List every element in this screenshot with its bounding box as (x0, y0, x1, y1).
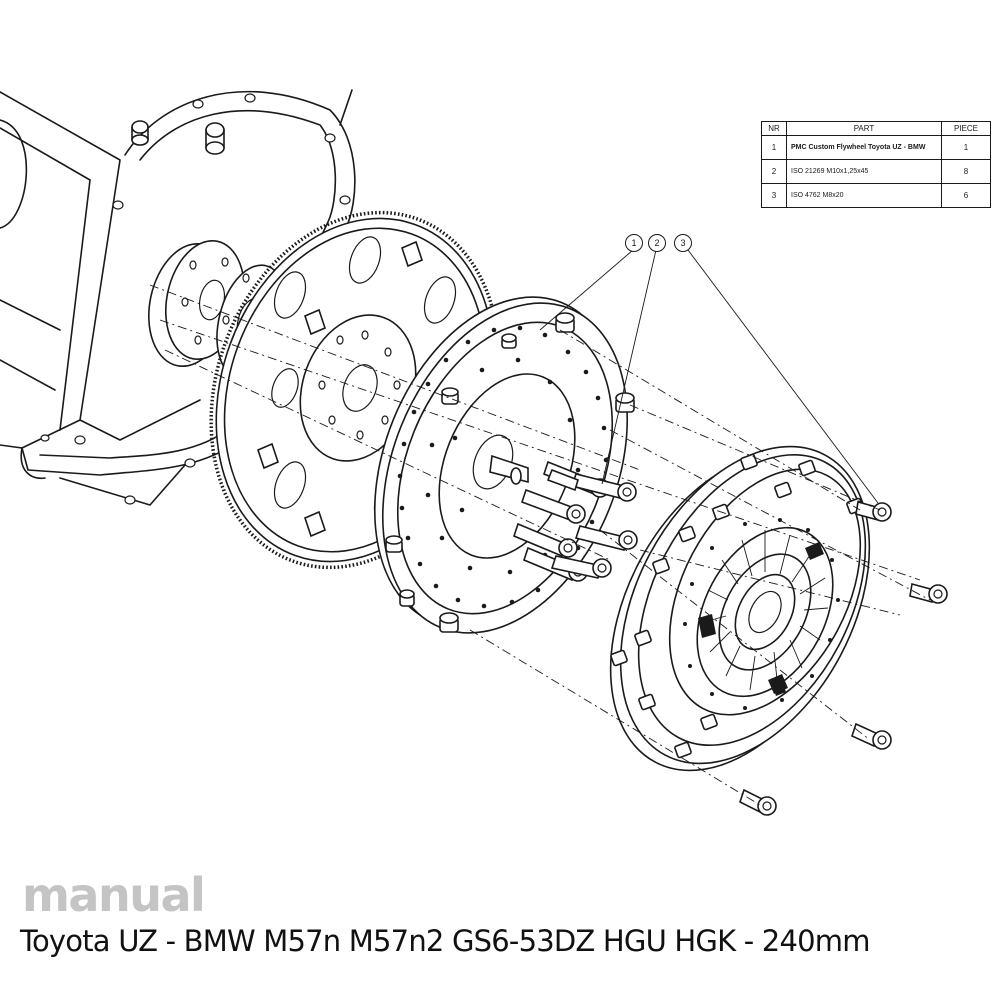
row-nr: 2 (761, 159, 787, 184)
header-part: PART (786, 121, 942, 136)
callout-3: 3 (674, 234, 692, 252)
row-piece: 6 (941, 183, 991, 208)
assembly-center-lines (149, 284, 931, 806)
row-nr: 3 (761, 183, 787, 208)
row-piece: 1 (941, 135, 991, 160)
product-title: Toyota UZ - BMW M57n M57n2 GS6-53DZ HGU … (20, 924, 870, 958)
row-piece: 8 (941, 159, 991, 184)
parts-table-header-row: NR PART PIECE (761, 121, 991, 136)
table-row: 2 ISO 21269 M10x1,25x45 8 (761, 159, 991, 184)
callout-2: 2 (648, 234, 666, 252)
header-nr: NR (761, 121, 787, 136)
flywheel-dowel-pins (385, 312, 635, 633)
pressure-plate-screws (739, 500, 948, 816)
parts-list-table: NR PART PIECE 1 PMC Custom Flywheel Toyo… (761, 121, 991, 208)
row-part: ISO 21269 M10x1,25x45 (786, 159, 942, 184)
callout-1: 1 (625, 234, 643, 252)
clutch-pressure-plate (609, 445, 871, 772)
engine-bellhousing (0, 89, 356, 506)
flywheel-bolts (513, 460, 638, 582)
row-part: ISO 4762 M8x20 (786, 183, 942, 208)
row-nr: 1 (761, 135, 787, 160)
table-row: 1 PMC Custom Flywheel Toyota UZ - BMW 1 (761, 135, 991, 160)
row-part: PMC Custom Flywheel Toyota UZ - BMW (786, 135, 942, 160)
category-label: manual (22, 868, 206, 922)
table-row: 3 ISO 4762 M8x20 6 (761, 183, 991, 208)
callout-leader-lines (539, 249, 879, 504)
header-piece: PIECE (941, 121, 991, 136)
